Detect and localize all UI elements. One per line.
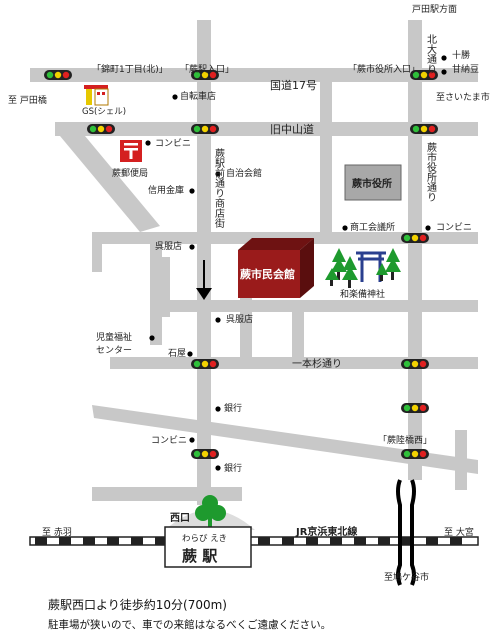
shrine-label: 和楽備神社 <box>340 288 385 300</box>
convenience-2-label: コンビニ <box>151 435 187 446</box>
traffic-signal-icon <box>410 70 438 80</box>
convenience-1-label: コンビニ <box>155 138 191 149</box>
bicycle-shop-label: 自転車店 <box>180 90 216 102</box>
route17-label: 国道17号 <box>270 78 317 92</box>
juppo-label: 十勝 <box>452 49 470 61</box>
overpass <box>396 479 416 586</box>
ipponsugi-label: 一本杉通り <box>292 357 342 370</box>
station-name: 蕨 駅 <box>182 547 218 565</box>
parking-note: 駐車場が狭いので、車での来館はなるべくご遠慮ください。 <box>48 618 331 631</box>
station-tree-icon <box>195 495 226 527</box>
gofukuten-2-label: 呉服店 <box>226 313 253 325</box>
bank-1-label: 銀行 <box>224 402 242 414</box>
traffic-signal-icon <box>87 124 115 134</box>
station-furigana: わらび えき <box>182 534 227 544</box>
landmark-dot <box>425 225 431 231</box>
post-office-icon <box>120 140 142 162</box>
community-hall-building <box>238 238 314 298</box>
kita-odori-label: 北大通り <box>425 34 437 74</box>
traffic-signal-icon <box>401 449 429 459</box>
access-text: 蕨駅西口より徒歩約10分(700m) <box>48 597 227 612</box>
to-akabane-label: 至 赤羽 <box>42 527 72 538</box>
shoko-kaigisho-label: 商工会議所 <box>350 221 395 233</box>
landmark-dot <box>215 171 221 177</box>
signal-warabi-iriguchi-label: 「蕨駅入口」 <box>180 63 234 75</box>
landmark-dot <box>187 351 193 357</box>
landmark-dot <box>342 225 348 231</box>
traffic-signal-icon <box>401 403 429 413</box>
landmark-dot <box>215 317 221 323</box>
warabi-station: わらび えき 蕨 駅 <box>164 526 252 568</box>
landmark-dot <box>441 55 447 61</box>
to-saitama-label: 至さいたま市 <box>436 91 490 103</box>
traffic-signals <box>44 70 438 459</box>
amanatto-label: 甘納豆 <box>452 63 479 75</box>
bank-2-label: 銀行 <box>224 462 242 474</box>
convenience-3-label: コンビニ <box>436 222 472 233</box>
to-hatogaya-label: 至鳩ケ谷市 <box>384 571 429 583</box>
landmark-dot <box>149 335 155 341</box>
ishiya-label: 石屋 <box>168 348 186 359</box>
jr-line-label: JR京浜東北線 <box>295 525 357 538</box>
walking-arrow-icon <box>196 260 212 300</box>
to-todabashi-label: 至 戸田橋 <box>8 94 47 106</box>
jr-track <box>29 536 479 546</box>
traffic-signal-icon <box>401 359 429 369</box>
jido-fukushi-label-2: センター <box>96 345 132 356</box>
traffic-signal-icon <box>401 233 429 243</box>
traffic-signal-icon <box>44 70 72 80</box>
shinyo-kinko-label: 信用金庫 <box>148 184 184 196</box>
traffic-signal-icon <box>191 449 219 459</box>
signal-rikkyo-nishi-label: 「蕨陸橋西」 <box>378 434 432 446</box>
ekimae-dori-label: 蕨駅前通り商店街 <box>213 148 225 229</box>
landmark-dot <box>215 406 221 412</box>
gofukuten-1-label: 呉服店 <box>155 240 182 252</box>
city-hall-building <box>344 164 402 201</box>
to-omiya-label: 至 大宮 <box>444 526 474 538</box>
traffic-signal-icon <box>191 124 219 134</box>
community-hall-name: 蕨市民会館 <box>240 267 295 281</box>
jido-fukushi-label-1: 児童福祉 <box>96 331 132 343</box>
old-nakasendo-label: 旧中山道 <box>270 122 314 136</box>
landmark-dot <box>441 69 447 75</box>
landmark-dots <box>145 55 447 471</box>
signal-nishikicho-label: 「錦町1丁目(北)」 <box>92 63 168 75</box>
landmark-dot <box>189 188 195 194</box>
traffic-signal-icon <box>191 359 219 369</box>
traffic-signal-icon <box>410 124 438 134</box>
city-hall-name: 蕨市役所 <box>352 177 392 190</box>
landmark-dot <box>172 94 178 100</box>
nishiguchi-label: 西口 <box>170 512 190 524</box>
landmark-dot <box>145 140 151 146</box>
shrine-trees <box>325 248 401 288</box>
landmark-dot <box>215 465 221 471</box>
traffic-signal-icon <box>191 70 219 80</box>
landmark-dot <box>189 244 195 250</box>
landmark-dot <box>189 437 195 443</box>
gs-shell-label: GS(シェル) <box>82 107 126 117</box>
shiyakusho-dori-label: 蕨市役所通り <box>425 142 437 202</box>
gas-station-icon <box>84 85 109 106</box>
toda-direction-label: 戸田駅方面 <box>412 3 457 15</box>
signal-shiyakusho-iriguchi-label: 「蕨市役所入口」 <box>348 63 420 75</box>
post-office-label: 蕨郵便局 <box>112 167 148 179</box>
jichikai-label: 自治会館 <box>226 167 262 179</box>
